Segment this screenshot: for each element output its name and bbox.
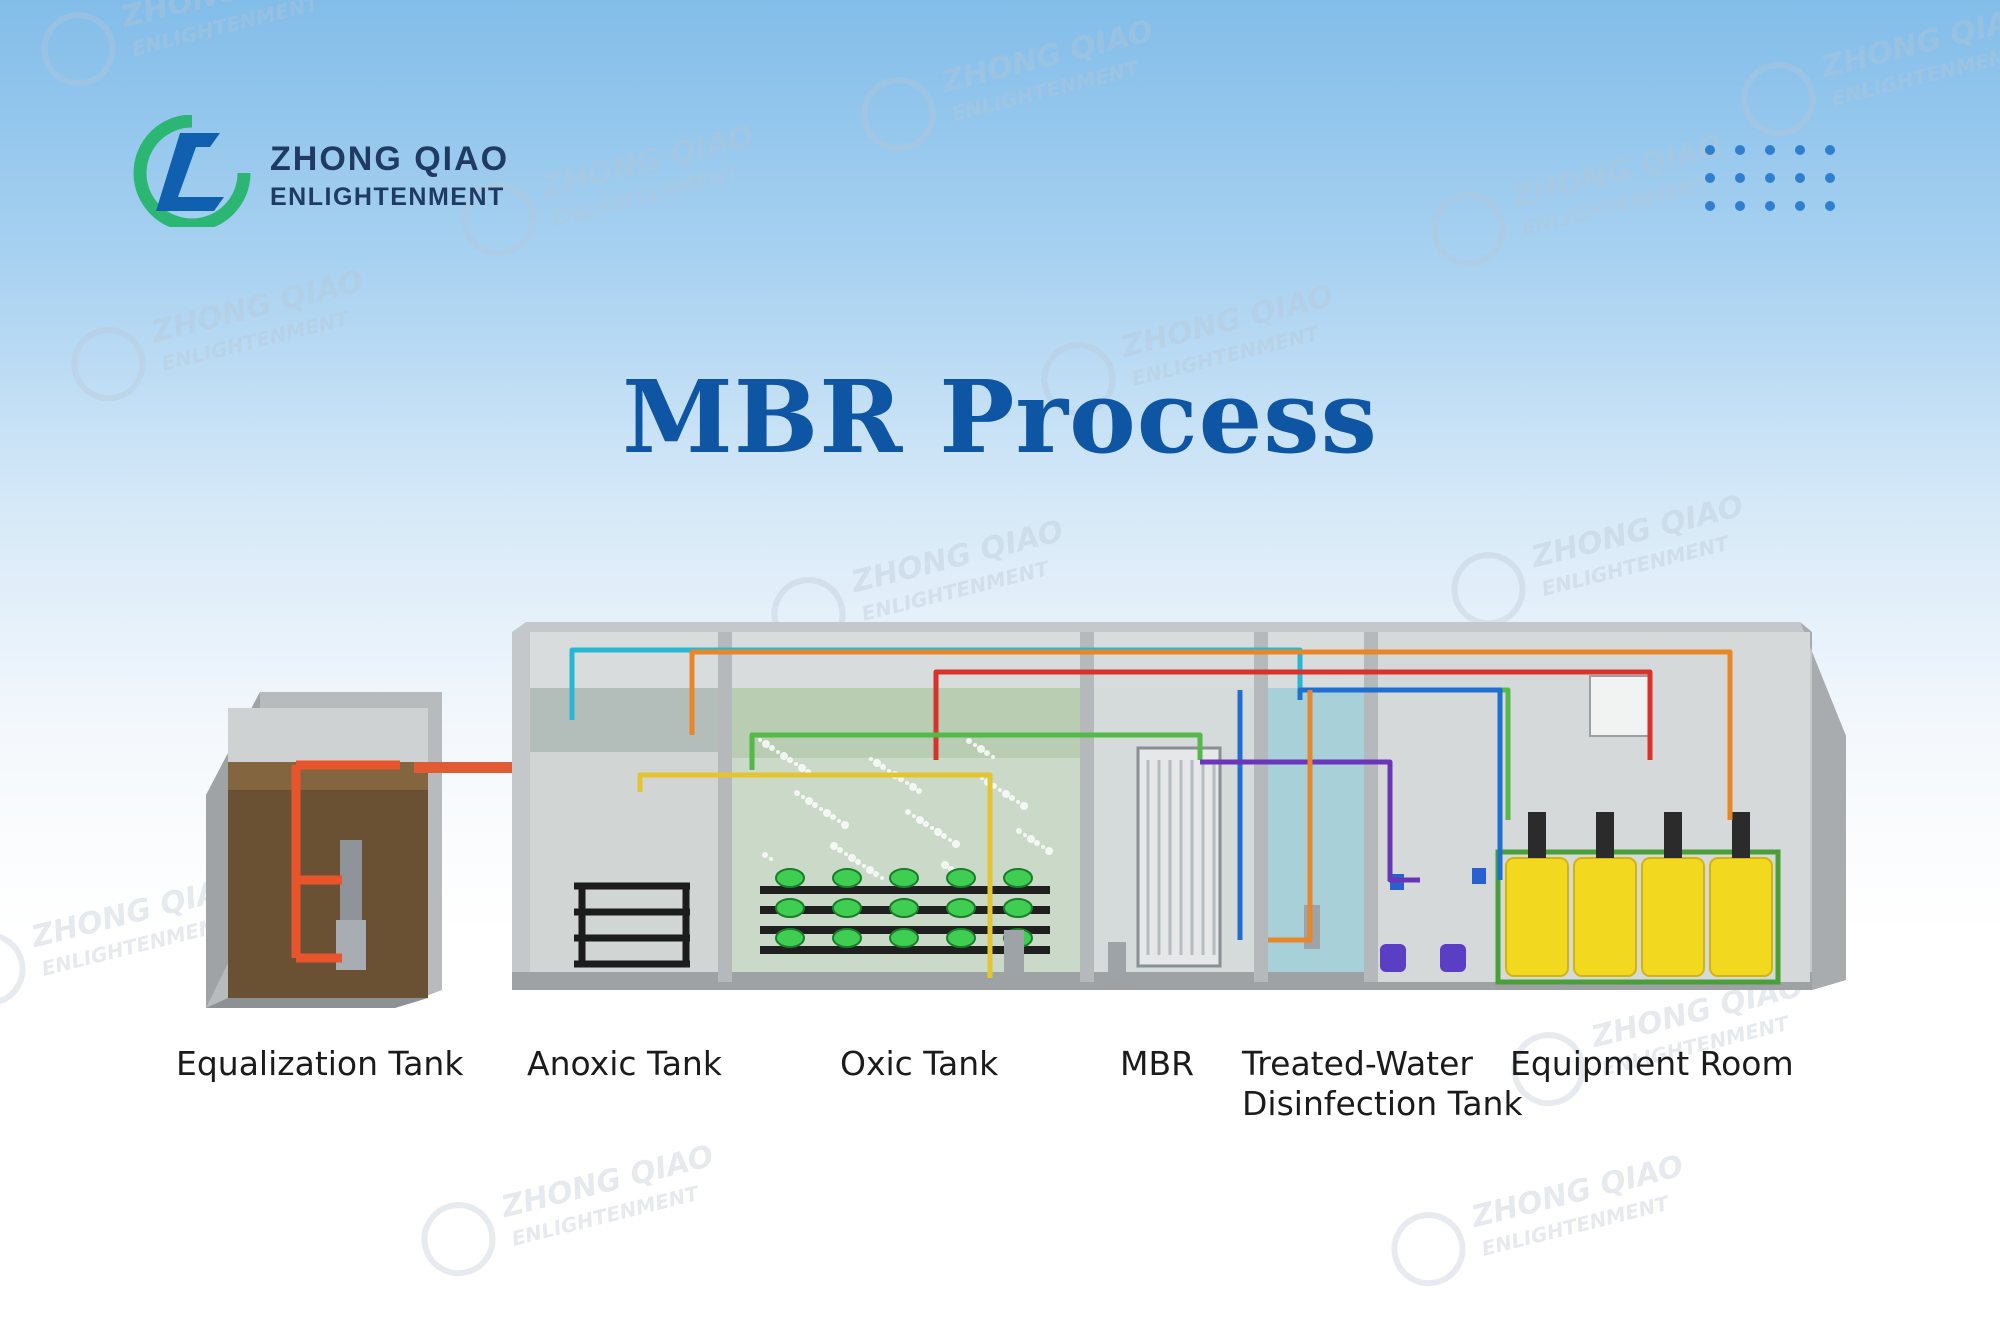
brand-name-line2: ENLIGHTENMENT [270,183,505,211]
pumps [1380,868,1486,972]
brand-name-line1: ZHONG QIAO [270,140,510,178]
transfer-pipe [414,762,514,773]
anoxic-mixer-frame [574,882,690,968]
label-treated-water-line1: Treated-Water [1242,1044,1473,1083]
label-mbr: MBR [1120,1044,1195,1083]
label-treated-water-line2: Disinfection Tank [1242,1084,1523,1123]
pipe [933,669,1653,760]
process-pipes [569,647,1733,978]
equalization-tank [206,692,442,1008]
pipe [689,649,1733,820]
brand-logo-icon [133,115,251,227]
pipe [637,772,993,978]
pipe [1200,759,1420,883]
label-equalization-tank: Equalization Tank [176,1044,464,1083]
label-equipment-room: Equipment Room [1510,1044,1794,1083]
decorative-dots [1705,145,1835,211]
pipe [1268,690,1313,943]
label-oxic-tank: Oxic Tank [840,1044,999,1083]
equipment-room [1378,632,1810,985]
page-title: MBR Process [622,358,1378,476]
pipe [1237,687,1503,940]
anoxic-water-surface [530,688,718,752]
mbr-membrane-module [1136,746,1222,968]
label-anoxic-tank: Anoxic Tank [527,1044,722,1083]
aerator-grid [760,868,1050,954]
